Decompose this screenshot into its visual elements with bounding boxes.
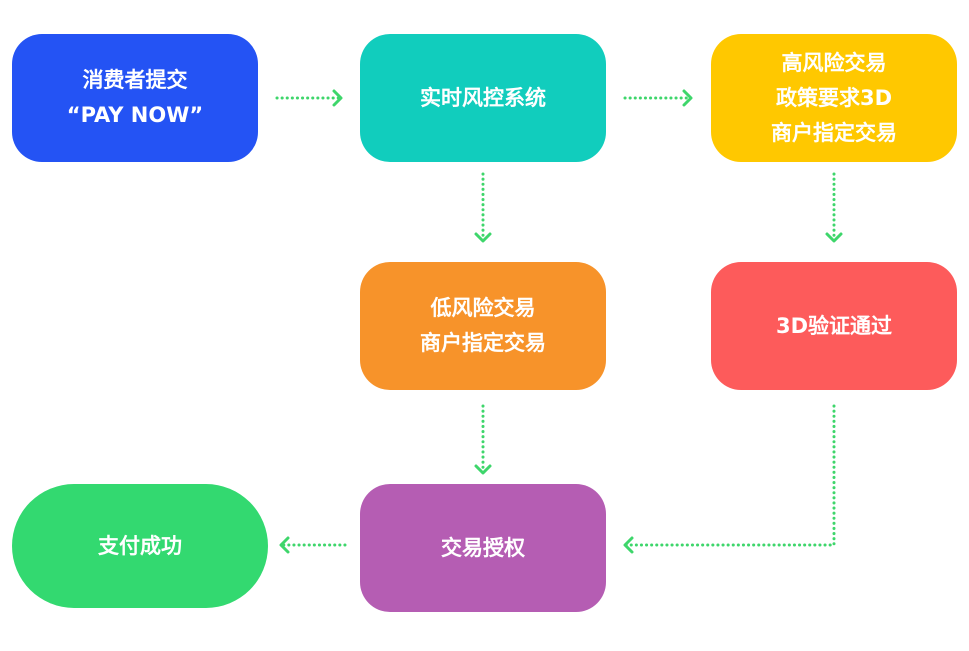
arrowhead-risk-to-high-risk	[682, 89, 693, 107]
arrowhead-3d-to-authorization	[623, 536, 634, 554]
node-realtime-risk-control-line-1: 实时风控系统	[420, 85, 546, 110]
node-low-risk-transaction: 低风险交易 商户指定交易	[360, 262, 606, 390]
node-low-risk-line-2: 商户指定交易	[420, 331, 546, 355]
arrowhead-risk-to-low-risk	[474, 232, 492, 243]
node-consumer-submit-line-2: “PAY NOW”	[66, 103, 204, 127]
arrowhead-high-risk-to-3d	[825, 232, 843, 243]
node-low-risk-line-1: 低风险交易	[430, 296, 536, 320]
node-high-risk-line-1: 高风险交易	[781, 50, 887, 75]
node-consumer-submit-line-1: 消费者提交	[82, 68, 188, 92]
node-transaction-authorization-line-1: 交易授权	[441, 535, 525, 560]
node-transaction-authorization: 交易授权	[360, 484, 606, 612]
node-3d-verification-passed: 3D验证通过	[711, 262, 957, 390]
node-high-risk-line-3: 商户指定交易	[771, 120, 897, 145]
node-realtime-risk-control: 实时风控系统	[360, 34, 606, 162]
node-high-risk-transaction: 高风险交易 政策要求3D 商户指定交易	[711, 34, 957, 162]
connector-3d-to-authorization	[624, 404, 836, 547]
node-payment-success: 支付成功	[12, 484, 268, 608]
arrowhead-authorization-to-success	[279, 536, 290, 554]
arrowhead-low-risk-to-authorization	[474, 464, 492, 475]
arrowhead-submit-to-risk	[332, 89, 343, 107]
node-payment-success-line-1: 支付成功	[98, 533, 182, 558]
node-high-risk-line-2: 政策要求3D	[775, 85, 893, 110]
node-3d-verification-line-1: 3D验证通过	[775, 313, 893, 338]
node-consumer-submit: 消费者提交 “PAY NOW”	[12, 34, 258, 162]
